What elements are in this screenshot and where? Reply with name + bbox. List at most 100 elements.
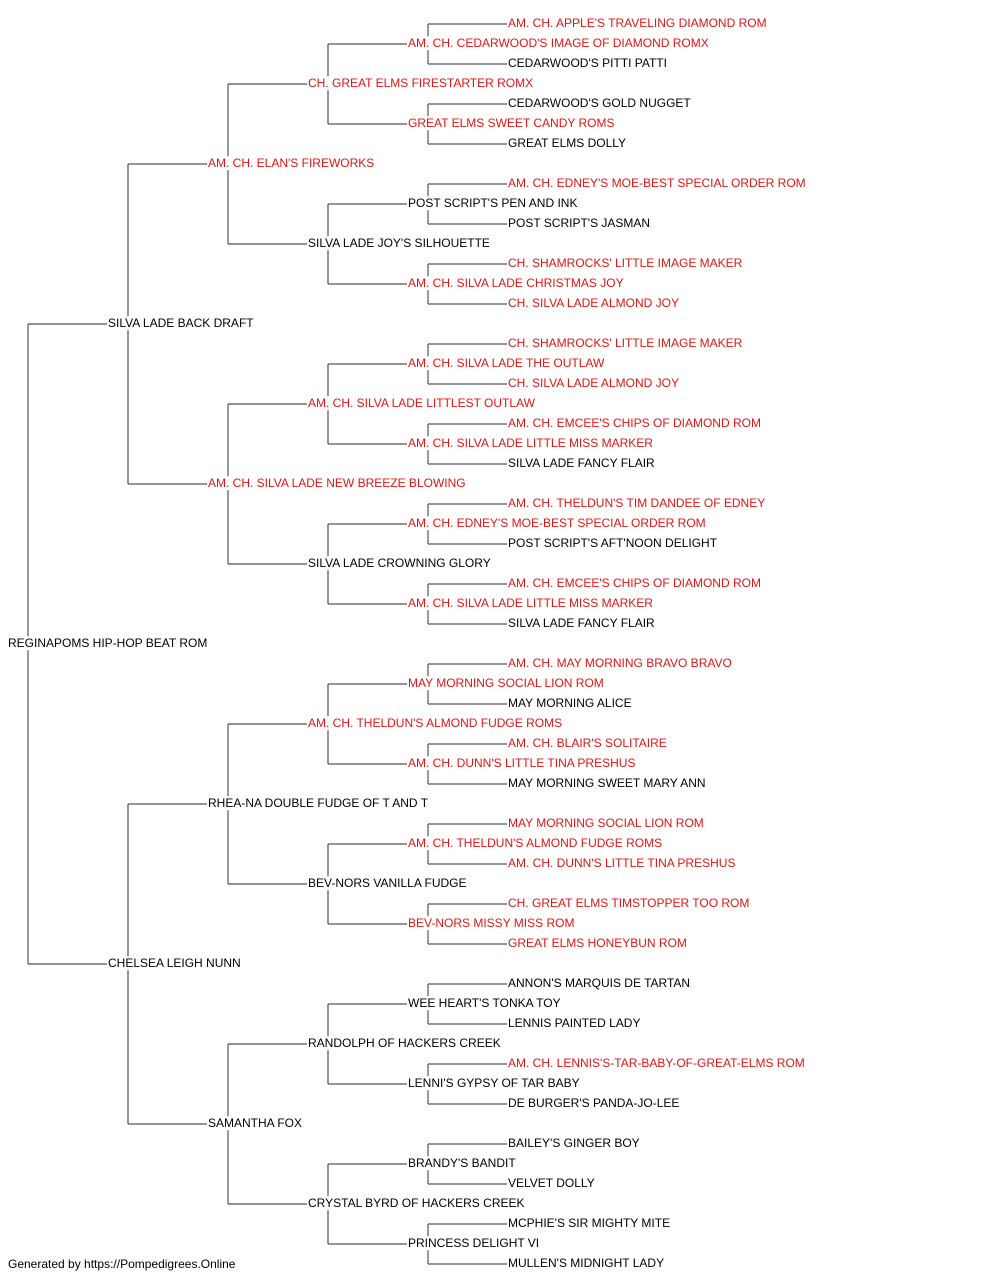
great-grandparent-name: CH. GREAT ELMS FIRESTARTER ROMX bbox=[308, 76, 533, 90]
label-backing bbox=[407, 836, 664, 851]
label-backing bbox=[507, 136, 628, 151]
gg-grandparent-name: BEV-NORS MISSY MISS ROM bbox=[408, 916, 574, 930]
grandparent-name: RHEA-NA DOUBLE FUDGE OF T AND T bbox=[208, 796, 429, 810]
label-backing bbox=[507, 16, 768, 31]
gg-grandparent-name: LENNI'S GYPSY OF TAR BABY bbox=[408, 1076, 580, 1090]
gg-grandparent-name: AM. CH. CEDARWOOD'S IMAGE OF DIAMOND ROM… bbox=[408, 36, 709, 50]
label-backing bbox=[107, 316, 256, 331]
ggg-grandparent-name: SILVA LADE FANCY FLAIR bbox=[508, 616, 655, 630]
label-backing bbox=[407, 116, 616, 131]
label-backing bbox=[507, 1096, 681, 1111]
ggg-grandparent-name: BAILEY'S GINGER BOY bbox=[508, 1136, 640, 1150]
gg-grandparent-name: BRANDY'S BANDIT bbox=[408, 1156, 516, 1170]
label-backing bbox=[207, 476, 467, 491]
label-backing bbox=[407, 36, 710, 51]
ggg-grandparent-name: CEDARWOOD'S PITTI PATTI bbox=[508, 56, 667, 70]
ggg-grandparent-name: AM. CH. MAY MORNING BRAVO BRAVO bbox=[508, 656, 732, 670]
ggg-grandparent-name: LENNIS PAINTED LADY bbox=[508, 1016, 640, 1030]
great-grandparent-name: AM. CH. THELDUN'S ALMOND FUDGE ROMS bbox=[308, 716, 562, 730]
label-backing bbox=[507, 536, 719, 551]
ggg-grandparent-name: MAY MORNING ALICE bbox=[508, 696, 632, 710]
label-backing bbox=[207, 796, 430, 811]
label-backing bbox=[407, 596, 655, 611]
label-backing bbox=[507, 1056, 806, 1071]
grandparent-name: AM. CH. SILVA LADE NEW BREEZE BLOWING bbox=[208, 476, 466, 490]
label-backing bbox=[307, 76, 535, 91]
ggg-grandparent-name: CH. SHAMROCKS' LITTLE IMAGE MAKER bbox=[508, 336, 743, 350]
label-backing bbox=[507, 256, 744, 271]
label-backing bbox=[407, 1236, 541, 1251]
label-backing bbox=[307, 1196, 526, 1211]
label-backing bbox=[7, 636, 209, 651]
gg-grandparent-name: AM. CH. SILVA LADE THE OUTLAW bbox=[408, 356, 605, 370]
ggg-grandparent-name: CH. SILVA LADE ALMOND JOY bbox=[508, 376, 679, 390]
gg-grandparent-name: AM. CH. SILVA LADE LITTLE MISS MARKER bbox=[408, 596, 653, 610]
ggg-grandparent-name: AM. CH. EDNEY'S MOE-BEST SPECIAL ORDER R… bbox=[508, 176, 806, 190]
label-backing bbox=[507, 776, 707, 791]
label-backing bbox=[307, 1036, 502, 1051]
label-backing bbox=[207, 1116, 304, 1131]
label-backing bbox=[207, 156, 376, 171]
ggg-grandparent-name: POST SCRIPT'S JASMAN bbox=[508, 216, 650, 230]
label-backing bbox=[507, 896, 751, 911]
ggg-grandparent-name: DE BURGER'S PANDA-JO-LEE bbox=[508, 1096, 679, 1110]
label-backing bbox=[407, 196, 579, 211]
label-backing bbox=[507, 216, 652, 231]
ggg-grandparent-name: AM. CH. LENNIS'S-TAR-BABY-OF-GREAT-ELMS … bbox=[508, 1056, 805, 1070]
label-backing bbox=[507, 176, 807, 191]
label-backing bbox=[507, 1256, 666, 1271]
ggg-grandparent-name: VELVET DOLLY bbox=[508, 1176, 595, 1190]
label-backing bbox=[407, 916, 576, 931]
gg-grandparent-name: MAY MORNING SOCIAL LION ROM bbox=[408, 676, 604, 690]
label-backing bbox=[507, 496, 767, 511]
gg-grandparent-name: AM. CH. EDNEY'S MOE-BEST SPECIAL ORDER R… bbox=[408, 516, 706, 530]
label-backing bbox=[307, 876, 468, 891]
parent-name: CHELSEA LEIGH NUNN bbox=[108, 956, 241, 970]
label-backing bbox=[407, 356, 606, 371]
label-backing bbox=[507, 576, 762, 591]
label-backing bbox=[407, 676, 605, 691]
great-grandparent-name: AM. CH. SILVA LADE LITTLEST OUTLAW bbox=[308, 396, 536, 410]
ggg-grandparent-name: SILVA LADE FANCY FLAIR bbox=[508, 456, 655, 470]
label-backing bbox=[507, 376, 680, 391]
ggg-grandparent-name: MAY MORNING SWEET MARY ANN bbox=[508, 776, 706, 790]
ggg-grandparent-name: AM. CH. APPLE'S TRAVELING DIAMOND ROM bbox=[508, 16, 767, 30]
gg-grandparent-name: AM. CH. DUNN'S LITTLE TINA PRESHUS bbox=[408, 756, 635, 770]
label-backing bbox=[307, 716, 564, 731]
grandparent-name: AM. CH. ELAN'S FIREWORKS bbox=[208, 156, 374, 170]
gg-grandparent-name: AM. CH. SILVA LADE CHRISTMAS JOY bbox=[408, 276, 624, 290]
label-backing bbox=[407, 1076, 581, 1091]
label-backing bbox=[507, 416, 762, 431]
gg-grandparent-name: POST SCRIPT'S PEN AND INK bbox=[408, 196, 577, 210]
gg-grandparent-name: GREAT ELMS SWEET CANDY ROMS bbox=[408, 116, 614, 130]
label-backing bbox=[507, 736, 668, 751]
label-backing bbox=[407, 276, 625, 291]
ggg-grandparent-name: AM. CH. THELDUN'S TIM DANDEE OF EDNEY bbox=[508, 496, 765, 510]
label-backing bbox=[507, 96, 693, 111]
label-backing bbox=[107, 956, 242, 971]
gg-grandparent-name: PRINCESS DELIGHT VI bbox=[408, 1236, 539, 1250]
great-grandparent-name: SILVA LADE JOY'S SILHOUETTE bbox=[308, 236, 490, 250]
label-backing bbox=[407, 756, 637, 771]
label-backing bbox=[507, 336, 744, 351]
ggg-grandparent-name: MAY MORNING SOCIAL LION ROM bbox=[508, 816, 704, 830]
great-grandparent-name: BEV-NORS VANILLA FUDGE bbox=[308, 876, 467, 890]
label-backing bbox=[507, 616, 657, 631]
gg-grandparent-name: AM. CH. SILVA LADE LITTLE MISS MARKER bbox=[408, 436, 653, 450]
subject-name: REGINAPOMS HIP-HOP BEAT ROM bbox=[8, 636, 207, 650]
label-backing bbox=[507, 856, 737, 871]
label-backing bbox=[507, 456, 657, 471]
ggg-grandparent-name: CH. SHAMROCKS' LITTLE IMAGE MAKER bbox=[508, 256, 743, 270]
label-backing bbox=[507, 1136, 641, 1151]
ggg-grandparent-name: AM. CH. BLAIR'S SOLITAIRE bbox=[508, 736, 667, 750]
ggg-grandparent-name: GREAT ELMS DOLLY bbox=[508, 136, 626, 150]
label-backing bbox=[507, 816, 705, 831]
ggg-grandparent-name: GREAT ELMS HONEYBUN ROM bbox=[508, 936, 687, 950]
grandparent-name: SAMANTHA FOX bbox=[208, 1116, 302, 1130]
label-backing bbox=[507, 976, 692, 991]
ggg-grandparent-name: MCPHIE'S SIR MIGHTY MITE bbox=[508, 1216, 670, 1230]
great-grandparent-name: SILVA LADE CROWNING GLORY bbox=[308, 556, 491, 570]
generator-footer: Generated by https://Pompedigrees.Online bbox=[8, 1257, 236, 1271]
